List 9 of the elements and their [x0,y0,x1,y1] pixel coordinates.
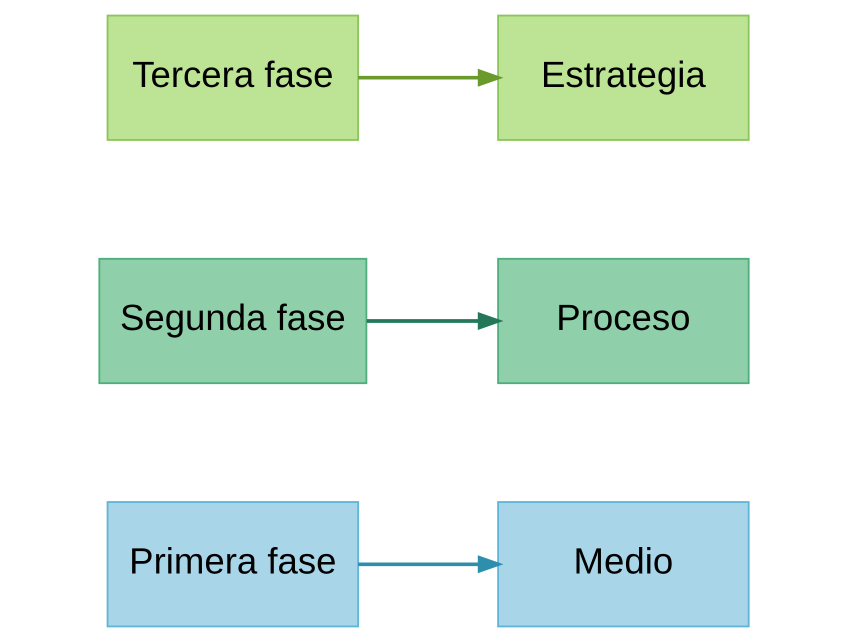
node-box: Tercera fase [106,14,360,141]
node-box: Proceso [497,258,750,384]
node-box: Estrategia [497,14,750,141]
arrow [358,68,504,87]
arrow [358,555,504,574]
node-box: Segunda fase [98,258,368,384]
node-box: Primera fase [106,501,360,628]
arrow [366,312,504,330]
node-box: Medio [497,501,750,628]
